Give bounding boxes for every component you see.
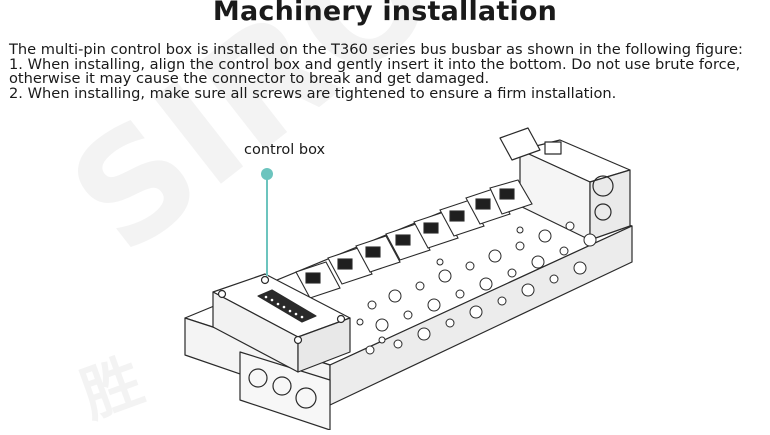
intro-paragraph: The multi-pin control box is installed o… bbox=[9, 41, 743, 58]
screw-1 bbox=[217, 289, 227, 299]
end-block-fitting bbox=[544, 141, 562, 155]
socket-3 bbox=[355, 235, 401, 273]
multi-pin-connector bbox=[257, 289, 317, 323]
installation-figure bbox=[184, 127, 633, 430]
step-2: 2. When installing, make sure all screws… bbox=[9, 84, 617, 102]
socket-row bbox=[295, 179, 533, 299]
screw-3 bbox=[336, 314, 346, 324]
busbar-holes bbox=[356, 221, 597, 355]
page-title: Machinery installation bbox=[212, 0, 558, 27]
end-block-port-2 bbox=[594, 203, 612, 221]
connector-pins bbox=[264, 295, 304, 319]
end-block-coil bbox=[499, 127, 541, 161]
socket-2 bbox=[327, 247, 373, 285]
instruction-text: The multi-pin control box is installed o… bbox=[9, 41, 765, 102]
end-port-3 bbox=[295, 387, 317, 409]
socket-8 bbox=[489, 179, 533, 215]
step-1-line-2: otherwise it may cause the connector to … bbox=[9, 70, 490, 87]
step-1-line-1: 1. When installing, align the control bo… bbox=[9, 55, 741, 73]
end-port-2 bbox=[272, 376, 292, 396]
control-box bbox=[212, 273, 351, 373]
socket-4 bbox=[385, 223, 431, 261]
screw-2 bbox=[260, 275, 270, 285]
end-block-port-1 bbox=[592, 175, 614, 197]
socket-1 bbox=[295, 261, 341, 299]
end-block-side bbox=[589, 169, 631, 241]
callout-dot bbox=[261, 168, 273, 180]
callout-label-control-box: control box bbox=[244, 142, 326, 158]
end-port-1 bbox=[248, 368, 268, 388]
screw-4 bbox=[293, 335, 303, 345]
control-box-side bbox=[297, 317, 351, 373]
